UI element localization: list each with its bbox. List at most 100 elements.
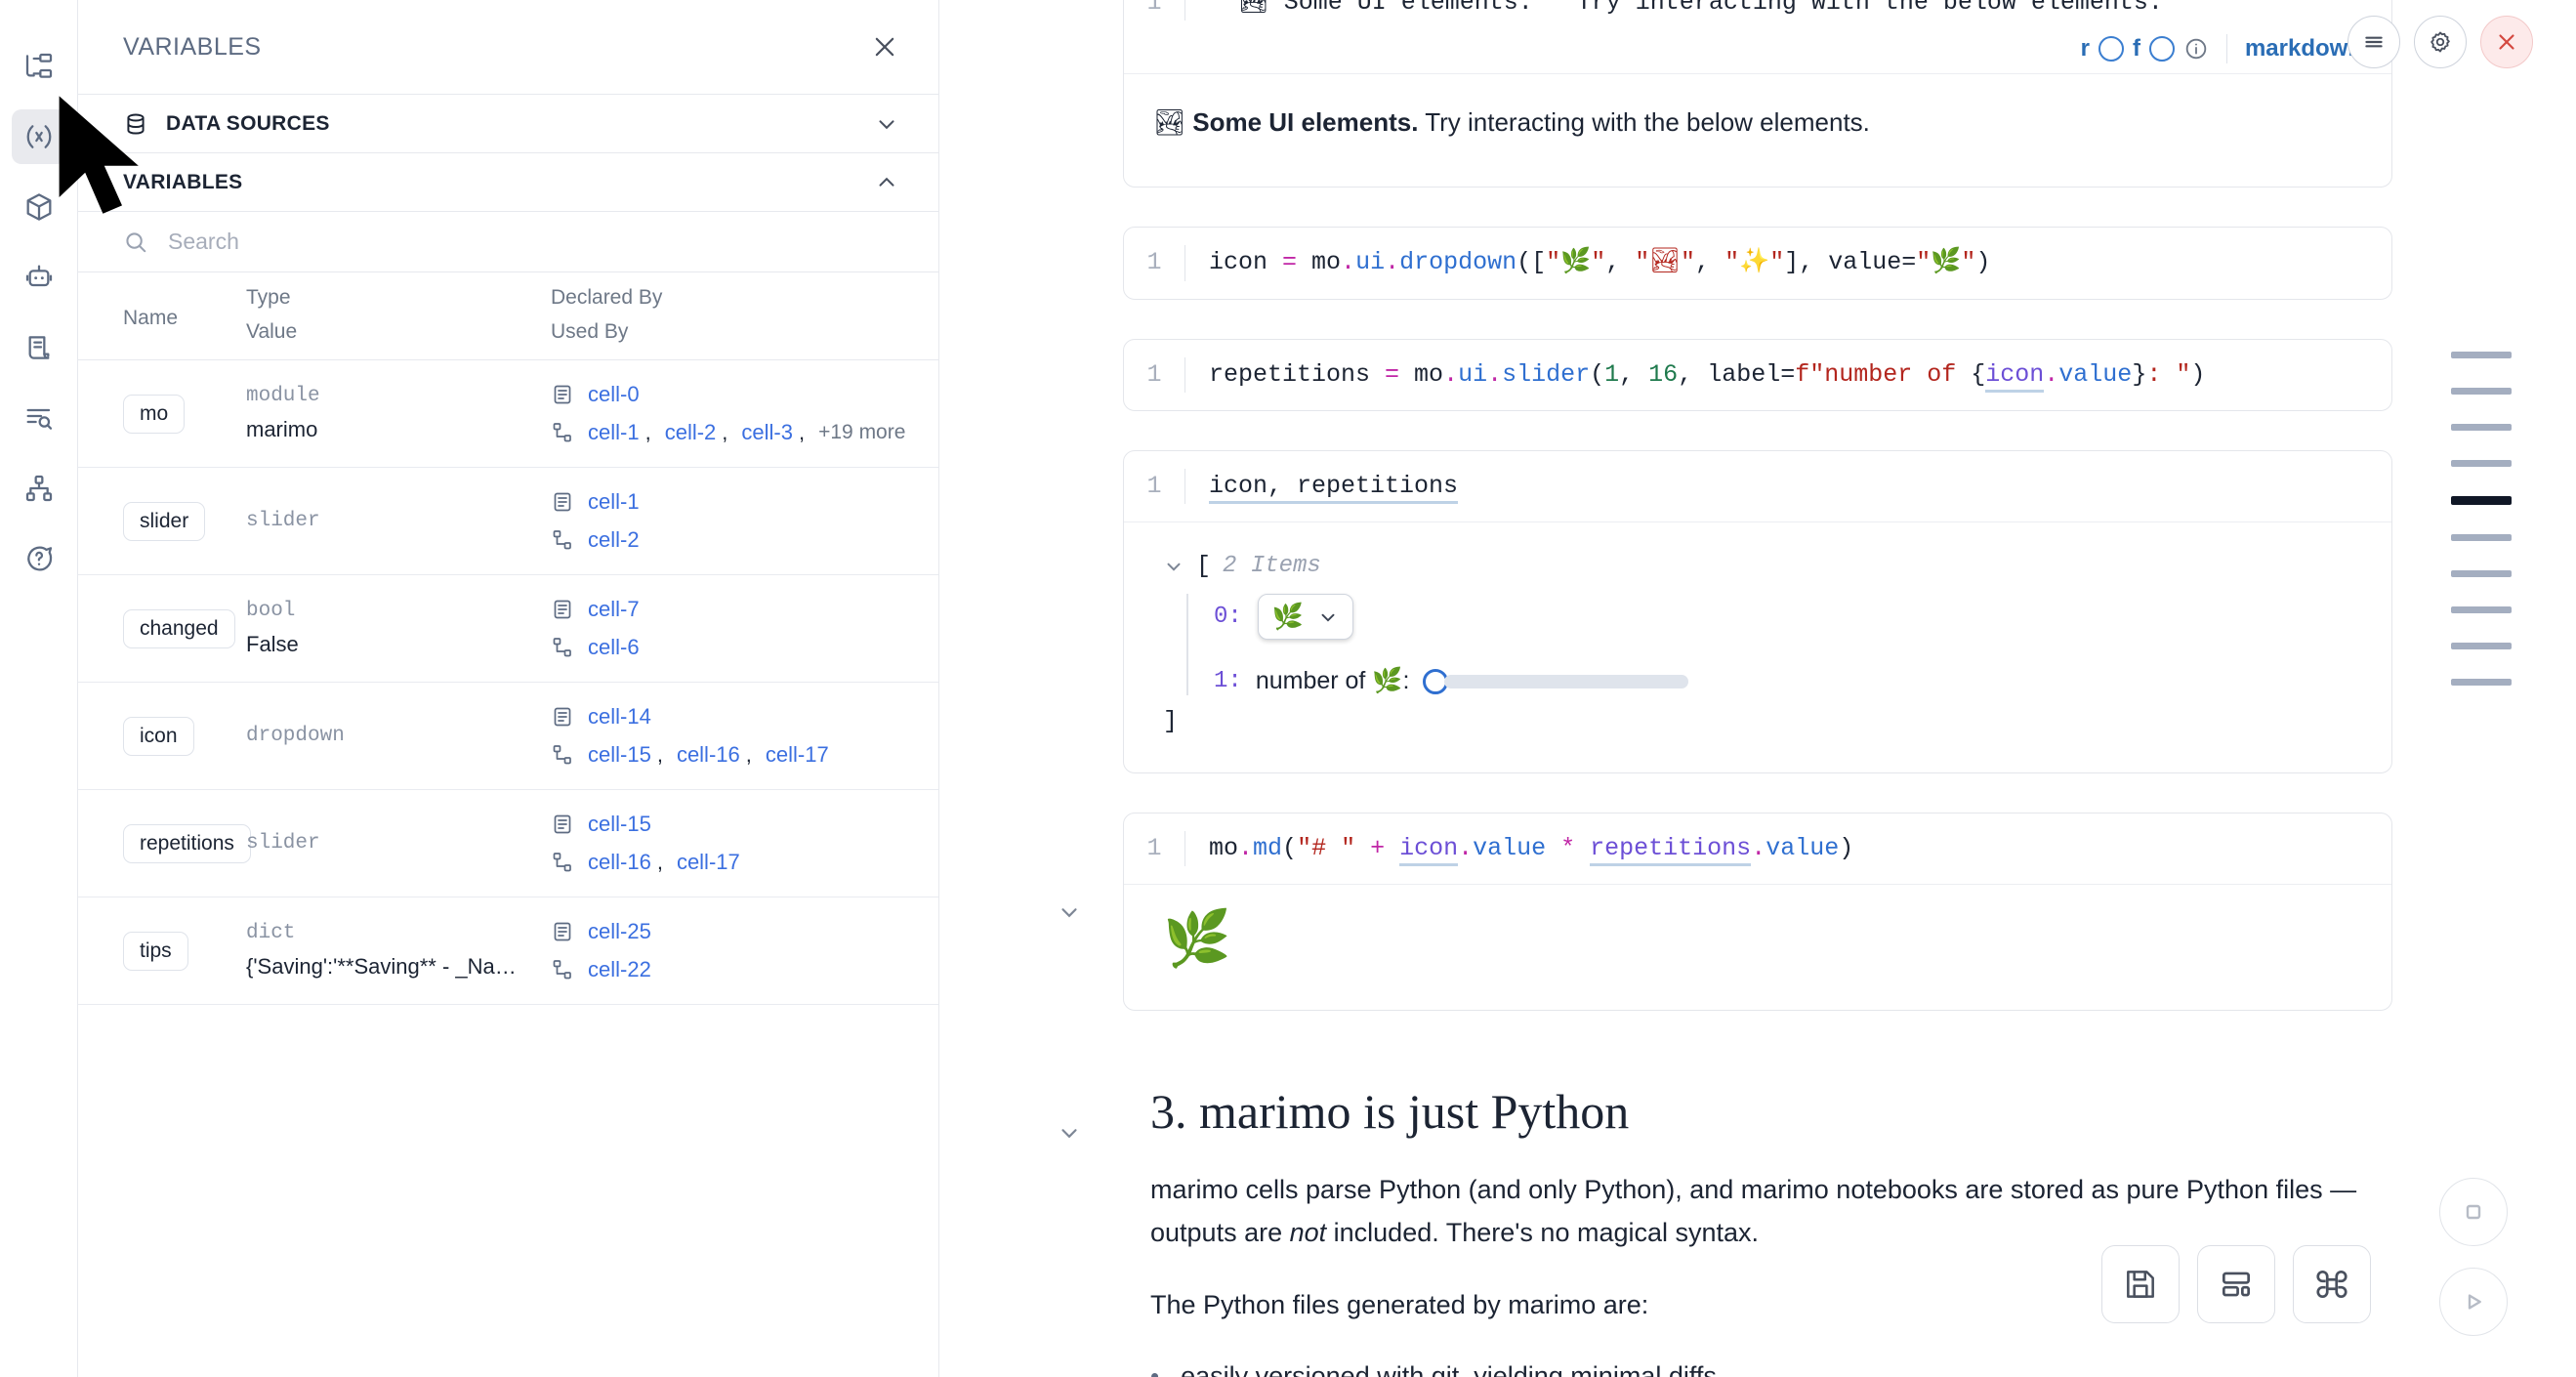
cell-code-text[interactable]: icon = mo.ui.dropdown(["🌿", "🏞", "✨"], v… — [1184, 245, 1991, 281]
variable-name-chip[interactable]: icon — [123, 716, 194, 756]
minimap-mark[interactable] — [2451, 460, 2512, 467]
close-icon[interactable] — [870, 32, 899, 62]
cell-link[interactable]: cell-1 — [588, 420, 640, 444]
variable-type-value-cell: slider — [246, 789, 551, 897]
cell-menu-button[interactable] — [2347, 16, 2400, 68]
more-cells-label[interactable]: +19 more — [818, 421, 906, 443]
slider-track[interactable] — [1444, 674, 1689, 688]
stop-button[interactable] — [2439, 1178, 2508, 1246]
chevron-up-icon[interactable] — [874, 170, 899, 195]
cell-code-text[interactable]: icon, repetitions — [1184, 468, 1459, 504]
cell-link[interactable]: cell-2 — [588, 527, 640, 552]
minimap-mark[interactable] — [2451, 570, 2512, 577]
cell-language-label[interactable]: markdown — [2244, 35, 2362, 63]
cell-link[interactable]: cell-2 — [664, 420, 717, 444]
collapse-chevron-icon[interactable] — [1057, 899, 1082, 925]
list-body: 0: 🌿 1: — [1186, 594, 2352, 695]
code-token: "🌿" — [1546, 248, 1606, 277]
variable-name-chip[interactable]: changed — [123, 608, 235, 648]
variable-name-chip[interactable]: slider — [123, 501, 206, 541]
dropdown-input[interactable]: 🌿 — [1257, 594, 1354, 640]
minimap[interactable] — [2451, 352, 2512, 686]
minimap-mark[interactable] — [2451, 534, 2512, 541]
layout-button[interactable] — [2197, 1245, 2275, 1323]
chevron-down-icon[interactable] — [874, 111, 899, 137]
code-token: ui — [1355, 248, 1386, 277]
code-cell-dropdown: 1 icon = mo.ui.dropdown(["🌿", "🏞", "✨"],… — [1123, 227, 2392, 300]
cell-link[interactable]: cell-16 — [676, 742, 740, 767]
save-button[interactable] — [2101, 1245, 2180, 1323]
variables-icon[interactable] — [11, 109, 66, 164]
variable-name-chip[interactable]: repetitions — [123, 823, 251, 863]
minimap-mark[interactable] — [2451, 643, 2512, 649]
cell-link[interactable]: cell-0 — [588, 382, 640, 406]
command-palette-button[interactable] — [2293, 1245, 2371, 1323]
minimap-mark[interactable] — [2451, 388, 2512, 395]
section-data-sources[interactable]: DATA SOURCES — [78, 95, 938, 153]
minimap-mark[interactable] — [2451, 352, 2512, 358]
slider-label: number of 🌿: — [1255, 667, 1410, 694]
documentation-icon[interactable] — [12, 320, 66, 375]
header-declared-used: Declared By Used By — [551, 272, 938, 360]
section-variables[interactable]: VARIABLES — [78, 153, 938, 212]
flag-r-ring[interactable] — [2098, 36, 2124, 63]
slider-input[interactable] — [1423, 668, 1689, 694]
variable-name-chip[interactable]: tips — [123, 931, 188, 971]
cell-link[interactable]: cell-15 — [588, 812, 651, 836]
cell-settings-button[interactable] — [2414, 16, 2467, 68]
code-token: ) — [1975, 248, 1991, 277]
collapse-chevron-icon[interactable] — [1057, 1120, 1082, 1146]
variable-value: False — [246, 632, 299, 656]
assistant-icon[interactable] — [12, 250, 66, 305]
section-bullet-list: easily versioned with git, yielding mini… — [1150, 1361, 2392, 1377]
cell-link[interactable]: cell-15 — [588, 742, 651, 767]
cell-reference-row: cell-2 — [551, 527, 938, 553]
file-tree-icon[interactable] — [12, 39, 66, 94]
cell-link[interactable]: cell-3 — [741, 420, 793, 444]
cell-delete-button[interactable] — [2480, 16, 2533, 68]
section-label: VARIABLES — [123, 170, 243, 193]
cell-link[interactable]: cell-7 — [588, 597, 640, 621]
help-icon[interactable] — [12, 531, 66, 586]
cell-link[interactable]: cell-14 — [588, 704, 651, 729]
minimap-mark[interactable] — [2451, 424, 2512, 431]
minimap-mark[interactable] — [2451, 606, 2512, 613]
cell-link[interactable]: cell-22 — [588, 957, 651, 981]
packages-icon[interactable] — [12, 180, 66, 234]
cell-link[interactable]: cell-25 — [588, 919, 651, 943]
cell-link[interactable]: cell-17 — [765, 742, 829, 767]
search-input[interactable] — [168, 229, 899, 255]
cell-link[interactable]: cell-1 — [588, 489, 640, 514]
dependency-graph-icon[interactable] — [12, 461, 66, 516]
cell-action-buttons — [2347, 16, 2533, 68]
code-token: mo — [1209, 834, 1239, 862]
chevron-down-icon[interactable] — [1163, 556, 1184, 577]
code-token: . — [1443, 359, 1459, 389]
variable-name-cell: slider — [78, 467, 246, 575]
variable-name-chip[interactable]: mo — [123, 394, 186, 434]
info-icon[interactable] — [2183, 36, 2209, 62]
minimap-mark[interactable] — [2451, 679, 2512, 686]
cell-link[interactable]: cell-17 — [676, 850, 740, 874]
list-header[interactable]: [ 2 Items — [1163, 552, 2352, 580]
search-icon[interactable] — [12, 391, 66, 445]
cell-code-text[interactable]: ""🏞 Some UI elements."" Try interacting … — [1184, 0, 2163, 21]
cell-link[interactable]: cell-16 — [588, 850, 651, 874]
cell-output: 🌿 — [1124, 884, 2391, 1010]
variables-panel: VARIABLES DATA SOURCES VARIABLES — [78, 0, 939, 1377]
cell-code-text[interactable]: mo.md("# " + icon.value * repetitions.va… — [1184, 831, 1853, 867]
separator: , — [656, 850, 663, 874]
cell-link[interactable]: cell-6 — [588, 635, 640, 659]
minimap-mark[interactable] — [2451, 496, 2512, 505]
run-button[interactable] — [2439, 1268, 2508, 1336]
cell-code-text[interactable]: repetitions = mo.ui.slider(1, 16, label=… — [1184, 356, 2205, 393]
flag-f-ring[interactable] — [2148, 36, 2175, 63]
